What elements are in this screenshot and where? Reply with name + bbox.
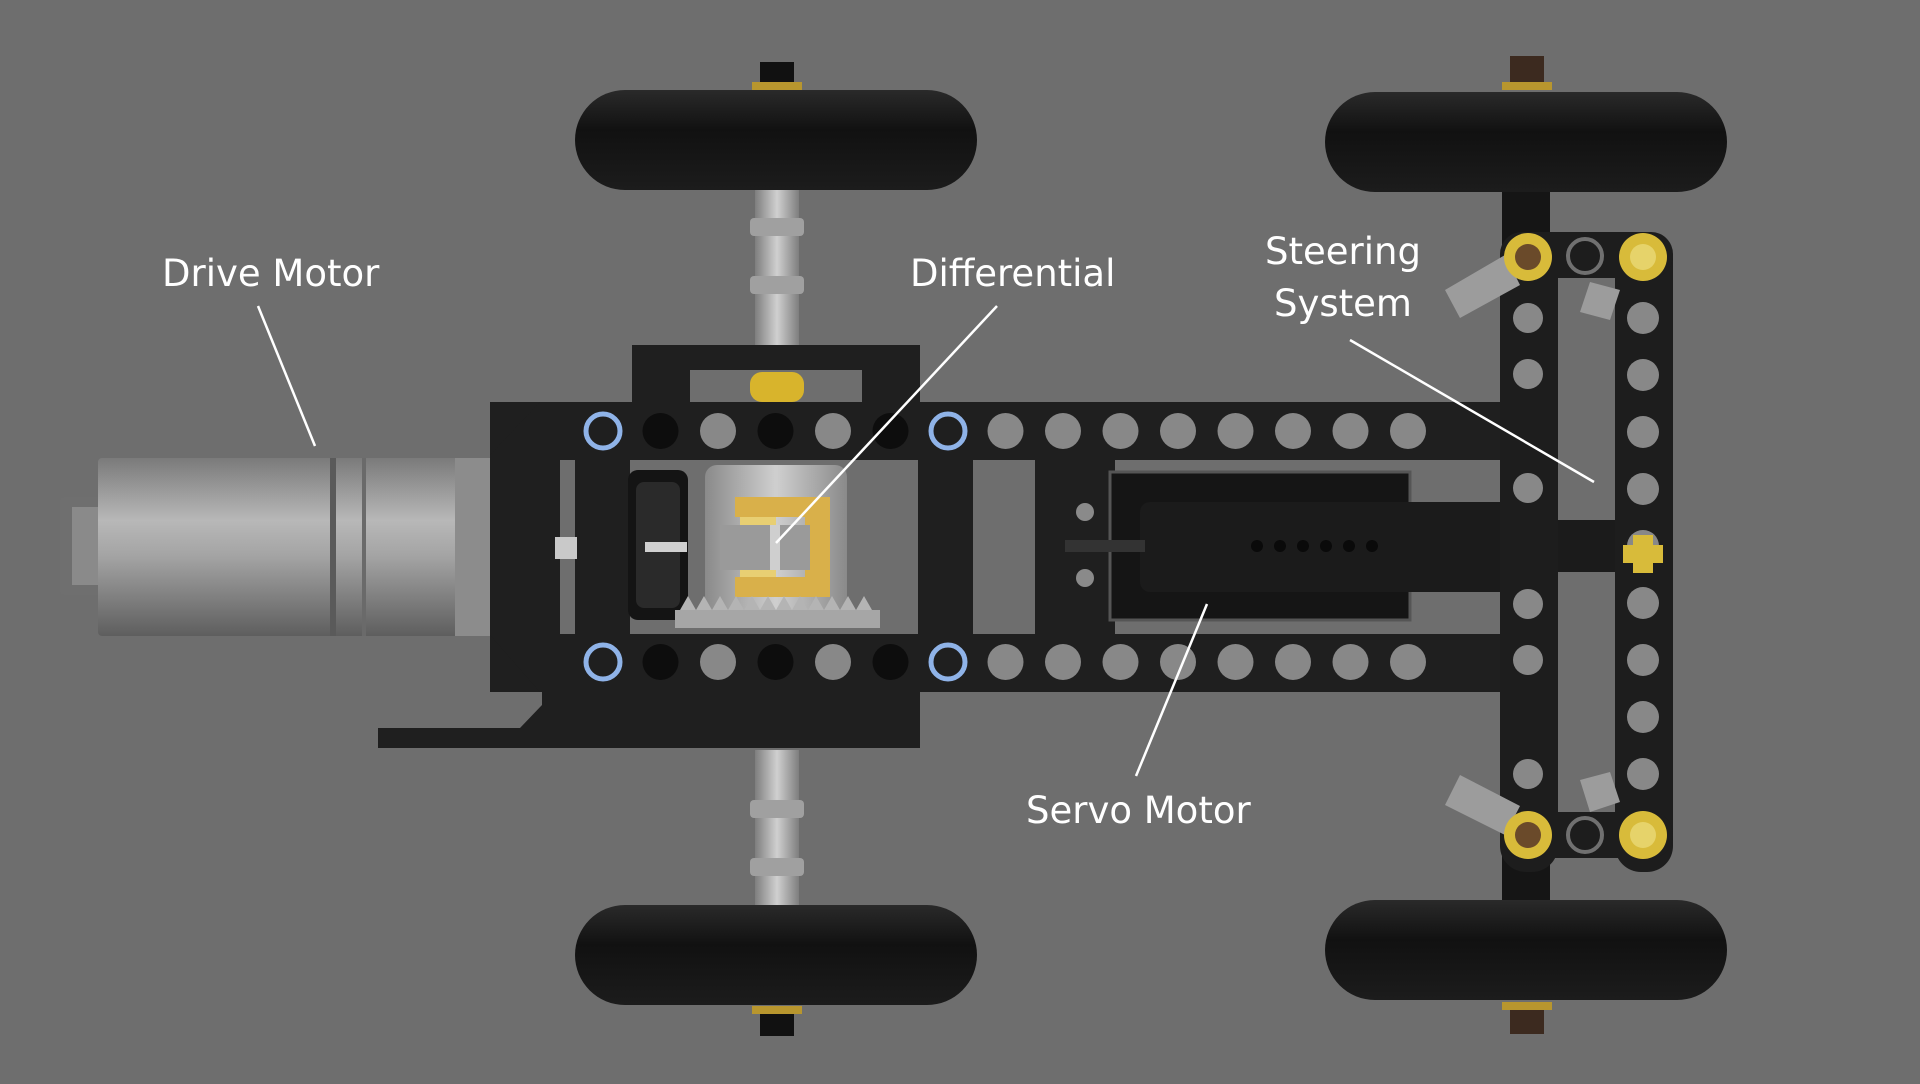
chassis-hole [1103, 413, 1139, 449]
chassis-hole [988, 413, 1024, 449]
chassis-hole [1333, 413, 1369, 449]
chassis-hole [1627, 473, 1659, 505]
chassis-hole [1627, 302, 1659, 334]
steering-label-line2: System [1265, 278, 1421, 330]
chassis-hole [1160, 413, 1196, 449]
chassis-hole [643, 644, 679, 680]
axle-washer [1502, 82, 1552, 90]
chassis-hole [1103, 644, 1139, 680]
differential-gear-icon [628, 465, 880, 628]
drive-motor-label: Drive Motor [162, 248, 379, 300]
chassis-hole [1333, 644, 1369, 680]
chassis-hole [1513, 759, 1543, 789]
chassis-hole [931, 414, 965, 448]
axle-washer [752, 1006, 802, 1014]
servo-motor-label: Servo Motor [1026, 785, 1251, 837]
chassis-hole [1045, 644, 1081, 680]
chassis-hole [643, 413, 679, 449]
chassis-hole [700, 413, 736, 449]
chassis-holes-top [586, 413, 1542, 449]
steering-label-line1: Steering [1265, 226, 1421, 278]
chassis-hole [1627, 587, 1659, 619]
chassis-hole [1627, 758, 1659, 790]
axle-cap [1510, 56, 1544, 86]
differential-label: Differential [910, 248, 1115, 300]
chassis-hole [586, 414, 620, 448]
chassis-hole [758, 644, 794, 680]
chassis-hole [873, 644, 909, 680]
chassis-hole [1275, 644, 1311, 680]
rear-axle-top [755, 190, 799, 345]
chassis-hole [1627, 359, 1659, 391]
chassis-hole [1390, 413, 1426, 449]
wheel-icon [1325, 92, 1727, 192]
chassis-hole [586, 645, 620, 679]
chassis-hole [1045, 413, 1081, 449]
chassis-hole [815, 644, 851, 680]
chassis-hole [1513, 589, 1543, 619]
axle-bushing [750, 858, 804, 876]
chassis-hole [1513, 473, 1543, 503]
yellow-bushing [750, 372, 804, 402]
chassis-hole [1218, 413, 1254, 449]
axle-washer [752, 82, 802, 90]
wheel-icon [575, 90, 977, 190]
chassis-hole [1627, 416, 1659, 448]
chassis-hole [700, 644, 736, 680]
axle-bushing [750, 800, 804, 818]
chassis-hole [1513, 303, 1543, 333]
chassis-hole [1390, 644, 1426, 680]
axle-bushing [750, 218, 804, 236]
chassis-hole [931, 645, 965, 679]
chassis-hole [1275, 413, 1311, 449]
wheel-icon [1325, 900, 1727, 1000]
axle-washer [1502, 1002, 1552, 1010]
chassis-hole [1513, 645, 1543, 675]
chassis-hole [988, 644, 1024, 680]
drive-motor-leader [258, 306, 315, 446]
servo-motor-icon [1065, 472, 1670, 620]
chassis-hole [1218, 644, 1254, 680]
chassis-hole [1513, 359, 1543, 389]
chassis-hole [1627, 701, 1659, 733]
wheel-icon [575, 905, 977, 1005]
axle-bushing [750, 276, 804, 294]
chassis-hole [815, 413, 851, 449]
chassis-holes-bottom [586, 644, 1542, 680]
chassis-hole [758, 413, 794, 449]
steering-system-label: Steering System [1265, 226, 1421, 330]
chassis-hole [1627, 644, 1659, 676]
rear-axle-bottom [755, 750, 799, 905]
